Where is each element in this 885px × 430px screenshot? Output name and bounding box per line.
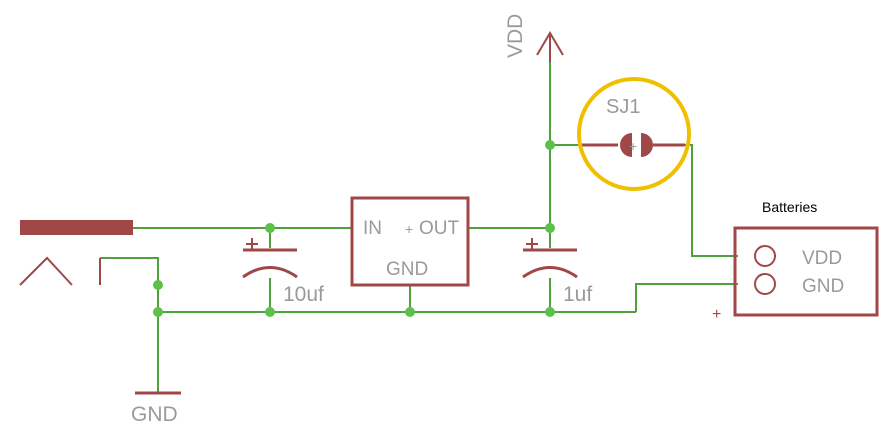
capacitor-1uf — [522, 238, 578, 279]
junction-dot — [265, 307, 275, 317]
capacitor-10uf-plate-curved — [242, 266, 298, 279]
dc-jack-contact — [19, 256, 73, 286]
regulator-out-label: OUT — [419, 218, 460, 239]
junction-dot — [545, 307, 555, 317]
wire-battery-ground — [635, 283, 738, 312]
jumper-plus-mark: + — [629, 138, 637, 154]
battery-plus-mark: + — [712, 306, 721, 323]
battery-pin-gnd-label: GND — [802, 276, 844, 297]
regulator-gnd-label: GND — [386, 259, 428, 280]
junction-dot — [405, 307, 415, 317]
junction-dot — [545, 223, 555, 233]
gnd-symbol-label: GND — [131, 403, 178, 426]
voltage-regulator — [350, 196, 470, 287]
battery-connector-body — [733, 226, 879, 317]
battery-pin-vdd-circle — [754, 245, 776, 267]
capacitor-10uf — [242, 238, 298, 279]
solder-jumper-pad-left — [620, 133, 632, 157]
jumper-name-label: SJ1 — [606, 96, 640, 118]
junctions — [153, 140, 555, 317]
capacitor-10uf-label: 10uf — [283, 283, 324, 306]
capacitor-1uf-plate-curved — [522, 266, 578, 279]
regulator-out-plus: + — [405, 221, 413, 237]
components — [19, 31, 879, 395]
battery-title: Batteries — [762, 199, 817, 215]
junction-dot — [153, 307, 163, 317]
battery-pin-vdd-label: VDD — [802, 248, 842, 269]
wires — [100, 62, 738, 392]
battery-connector — [733, 226, 879, 317]
solder-jumper-pad-right — [641, 133, 653, 157]
wire-jack-ground — [100, 257, 159, 392]
regulator-in-label: IN — [363, 218, 382, 239]
junction-dot — [265, 223, 275, 233]
battery-pin-gnd-circle — [754, 273, 776, 295]
vdd-supply-label: VDD — [504, 14, 527, 58]
junction-dot — [545, 140, 555, 150]
solder-jumper-sj1 — [582, 133, 685, 157]
dc-jack — [19, 220, 133, 286]
junction-dot — [153, 280, 163, 290]
highlight-ring — [577, 77, 691, 191]
capacitor-1uf-label: 1uf — [563, 283, 592, 306]
wire-jumper-to-battery — [685, 144, 738, 257]
dc-jack-pin — [20, 220, 133, 235]
